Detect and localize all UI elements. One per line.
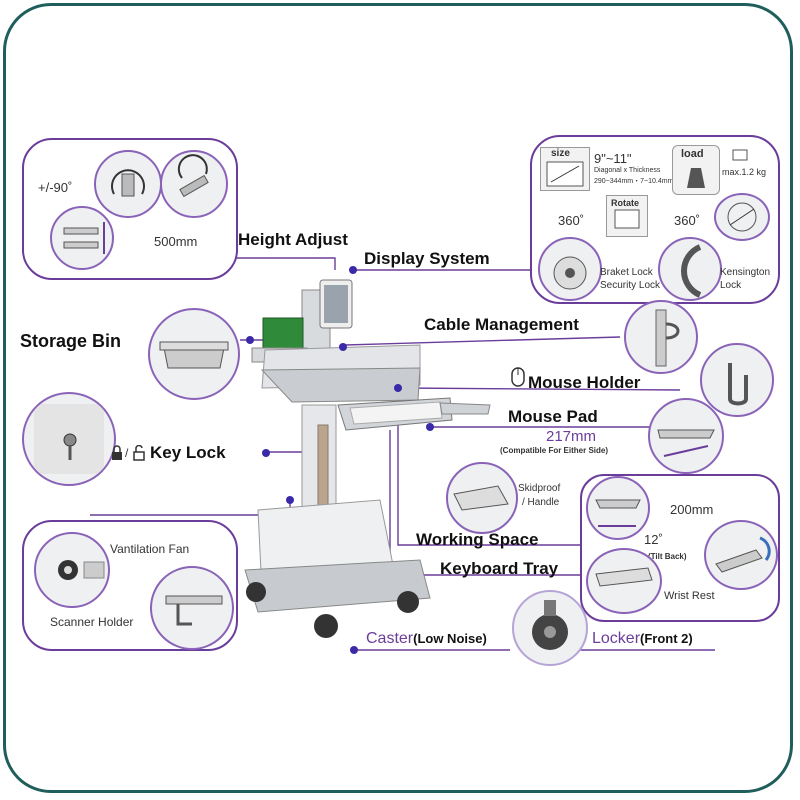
fan-thumb xyxy=(34,532,110,608)
rotate-badge: Rotate xyxy=(611,198,640,208)
key-lock-label: Key Lock xyxy=(150,443,226,462)
base-dot xyxy=(286,496,294,504)
display-dot xyxy=(349,266,357,274)
mouse-icon xyxy=(511,367,525,387)
mouse-holder-dot xyxy=(394,384,402,392)
page-frame xyxy=(3,3,793,793)
mouse-pad-label: Mouse Pad xyxy=(508,407,598,426)
casters xyxy=(246,582,419,638)
wrist-rest-label: Wrist Rest xyxy=(664,590,715,602)
load-value: max.1.2 kg xyxy=(722,167,767,177)
caster-note: (Low Noise) xyxy=(413,631,487,646)
load-badge: load xyxy=(681,148,704,160)
height-adjust-label: Height Adjust xyxy=(238,230,348,249)
size-thumb: size xyxy=(540,147,590,191)
kensington-lock-thumb xyxy=(658,237,722,301)
kensington-label: Kensington xyxy=(720,267,771,278)
fan-label: Vantilation Fan xyxy=(110,542,190,556)
mouse-pad-note: (Compatible For Either Side) xyxy=(500,446,609,455)
tilt-thumb xyxy=(704,520,778,590)
security-lock-label: Security Lock xyxy=(600,280,661,291)
mouse-holder-label: Mouse Holder xyxy=(528,373,641,392)
handle-label: / Handle xyxy=(522,497,560,508)
load-thumb: load xyxy=(672,145,720,195)
weight-icon xyxy=(687,168,705,188)
keyboard-tray-label: Keyboard Tray xyxy=(440,559,559,578)
keyboard-tray xyxy=(337,397,491,431)
display-system-label: Display System xyxy=(364,249,490,268)
caster-label: Caster(Low Noise) xyxy=(366,630,487,648)
mouse-pad-width: 217mm xyxy=(546,428,597,445)
rotate-left-value: 360˚ xyxy=(558,213,585,228)
skidproof-label: Skidproof xyxy=(518,483,561,494)
size-range: 9"~11" xyxy=(594,151,632,166)
locker-note: (Front 2) xyxy=(640,631,693,646)
storage-bin-label: Storage Bin xyxy=(20,331,122,351)
cart-base xyxy=(244,499,431,613)
depth-value: 200mm xyxy=(670,502,714,517)
working-space-label: Working Space xyxy=(416,530,539,549)
storage-dot xyxy=(246,336,254,344)
size-badge: size xyxy=(551,148,570,159)
scanner-label: Scanner Holder xyxy=(50,615,134,629)
tilt-value: +/-90˚ xyxy=(38,180,73,195)
mouse-pad-thumb xyxy=(648,398,724,474)
lock-closed-icon xyxy=(112,445,122,460)
locker-text: Locker xyxy=(592,630,641,647)
rotate-right-value: 360˚ xyxy=(674,213,701,228)
caster-dot xyxy=(350,646,358,654)
tilt-back-note: (Tilt Back) xyxy=(648,552,687,561)
storage-bin-thumb xyxy=(148,308,240,400)
tablet-icon xyxy=(732,149,748,161)
locker-thumb xyxy=(512,590,588,666)
mouse-pad-dot xyxy=(426,423,434,431)
height-thumb xyxy=(50,206,114,270)
caster-text: Caster xyxy=(366,630,414,647)
key-lock-thumb xyxy=(22,392,116,486)
mouse-holder-thumb xyxy=(700,343,774,417)
cable-management-label: Cable Management xyxy=(424,315,579,334)
bracket-lock-label: Braket Lock xyxy=(600,267,653,278)
cable-management-thumb xyxy=(624,300,698,374)
skidproof-thumb xyxy=(446,462,518,534)
size-note-1: Diagonal x Thickness xyxy=(594,167,661,174)
work-surface xyxy=(260,344,421,403)
rotate-360-thumb xyxy=(714,193,770,241)
lock-separator: / xyxy=(125,446,129,460)
rotate-thumb: Rotate xyxy=(606,195,648,237)
tilt-up-thumb xyxy=(160,150,228,218)
scanner-holder-thumb xyxy=(150,566,234,650)
kensington-lock-label: Lock xyxy=(720,280,742,291)
key-lock-dot xyxy=(262,449,270,457)
lock-open-icon xyxy=(133,445,145,461)
cable-dot xyxy=(339,343,347,351)
depth-thumb xyxy=(586,476,650,540)
display-system-panel: size 9"~11" Diagonal x Thickness 290~344… xyxy=(530,135,780,304)
bracket-lock-thumb xyxy=(538,237,602,301)
height-value: 500mm xyxy=(154,234,198,249)
size-note-2: 290~344mm・7~10.4mm xyxy=(594,178,674,185)
locker-label: Locker(Front 2) xyxy=(592,630,693,648)
wrist-rest-thumb xyxy=(586,548,662,614)
tablet-display xyxy=(319,279,353,329)
tilt-back-value: 12˚ xyxy=(644,532,663,547)
